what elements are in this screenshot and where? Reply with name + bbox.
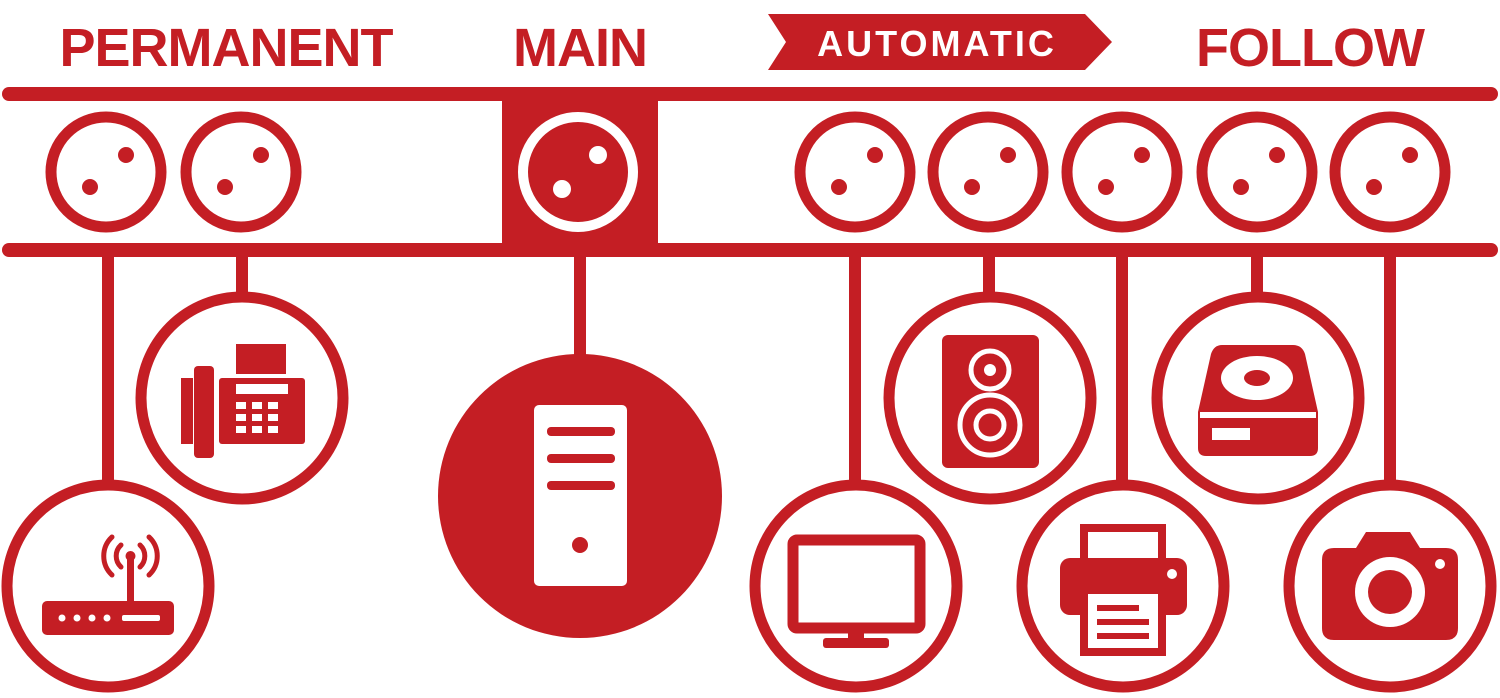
- device-router: [1, 479, 215, 693]
- device-monitor: [749, 479, 963, 693]
- fax-icon: [181, 344, 305, 458]
- automatic-banner-shape: [768, 14, 1112, 70]
- strip-top-rail: [2, 87, 1498, 101]
- cord-camera: [1384, 257, 1396, 485]
- cord-speaker: [983, 257, 995, 297]
- cord-fax: [236, 257, 248, 297]
- cord-printer: [1116, 257, 1128, 485]
- permanent-label: PERMANENT: [59, 18, 393, 78]
- outlet-permanent-2: [180, 111, 302, 233]
- outlet-main: [518, 112, 638, 232]
- main-label: MAIN: [513, 18, 647, 78]
- cord-router: [102, 257, 114, 485]
- automatic-banner: AUTOMATIC: [768, 14, 1112, 70]
- automatic-label: AUTOMATIC: [817, 23, 1057, 64]
- camera-icon: [1322, 532, 1458, 640]
- device-printer: [1016, 479, 1230, 693]
- hard-drive-icon: [1198, 345, 1318, 456]
- device-camera: [1283, 479, 1497, 693]
- cord-monitor: [849, 257, 861, 485]
- strip-bottom-rail: [2, 243, 1498, 257]
- cords: [102, 257, 1396, 485]
- outlet-automatic-3: [1061, 111, 1183, 233]
- outlet-follow-2: [1329, 111, 1451, 233]
- speaker-icon: [942, 335, 1039, 468]
- device-hard-drive: [1151, 291, 1365, 505]
- device-speaker: [883, 291, 1097, 505]
- device-computer: [438, 354, 722, 638]
- follow-label: FOLLOW: [1196, 18, 1425, 78]
- device-fax: [135, 291, 349, 505]
- outlet-follow-1: [1196, 111, 1318, 233]
- cord-hard-drive: [1251, 257, 1263, 297]
- outlet-automatic-2: [927, 111, 1049, 233]
- outlet-automatic-1: [794, 111, 916, 233]
- monitor-icon: [787, 534, 926, 648]
- cord-computer: [574, 257, 586, 357]
- printer-icon: [1060, 524, 1187, 656]
- outlet-permanent-1: [45, 111, 167, 233]
- router-icon: [42, 534, 174, 635]
- computer-tower-icon: [534, 405, 627, 586]
